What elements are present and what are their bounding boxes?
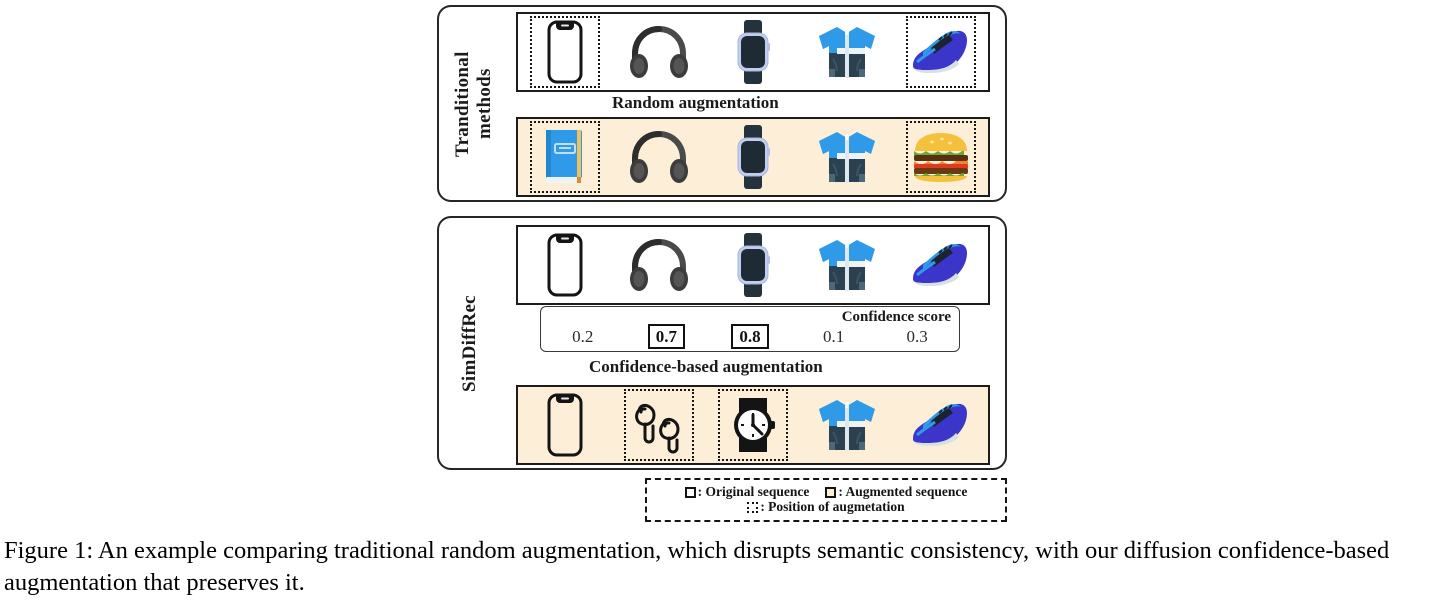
- item-cell-headphones: [612, 14, 706, 90]
- augmentation-position-swatch-icon: [747, 501, 759, 513]
- headphones-icon: [627, 123, 691, 191]
- legend-box: : Original sequence : Augmented sequence…: [645, 478, 1007, 522]
- wristwatch-icon: [721, 391, 785, 459]
- figure-caption-label: Figure 1:: [4, 537, 94, 564]
- augmentation-position-marker: [530, 16, 600, 88]
- item-cell-sneaker: [894, 387, 988, 463]
- item-cell-hamburger: [894, 119, 988, 195]
- jacket-icon: [815, 18, 879, 86]
- sneaker-icon: [909, 391, 973, 459]
- item-cell-smartwatch: [706, 14, 800, 90]
- confidence-value: 0.3: [906, 326, 928, 346]
- traditional-original-sequence-row: [516, 12, 990, 92]
- confidence-score-title: Confidence score: [841, 309, 951, 325]
- item-cell-earbuds: [612, 387, 706, 463]
- traditional-augmented-sequence-row: [516, 117, 990, 197]
- figure-caption: Figure 1: An example comparing tradition…: [4, 535, 1436, 600]
- legend-label-augmented: : Augmented sequence: [838, 484, 968, 500]
- confidence-value: 0.7: [647, 323, 686, 349]
- hamburger-icon: [909, 123, 973, 191]
- random-augmentation-label: Random augmentation: [608, 93, 783, 113]
- item-cell-sneaker: [894, 14, 988, 90]
- figure-caption-text: An example comparing traditional random …: [4, 537, 1390, 597]
- augmented-sequence-swatch-icon: [825, 487, 837, 499]
- headphones-icon: [627, 18, 691, 86]
- smartwatch-icon: [721, 231, 785, 299]
- confidence-cell-1: 0.2: [541, 323, 625, 349]
- item-cell-smartwatch: [706, 119, 800, 195]
- confidence-cell-4: 0.1: [792, 323, 876, 349]
- confidence-value: 0.2: [572, 326, 594, 346]
- legend-entry-original: : Original sequence: [684, 484, 810, 500]
- confidence-cell-5: 0.3: [875, 323, 959, 349]
- item-cell-jacket: [800, 14, 894, 90]
- simdiffrec-original-sequence-row: [516, 225, 990, 305]
- smartphone-icon: [533, 18, 597, 86]
- simdiffrec-augmented-sequence-row: [516, 385, 990, 465]
- legend-line-1: : Original sequence : Augmented sequence: [684, 484, 968, 500]
- confidence-score-box: Confidence score 0.2 0.7 0.8 0.1 0.3: [540, 306, 960, 352]
- item-cell-smartphone: [518, 227, 612, 303]
- item-cell-headphones: [612, 227, 706, 303]
- item-cell-smartphone: [518, 387, 612, 463]
- jacket-icon: [815, 231, 879, 299]
- simdiffrec-label: SimDiffRec: [459, 295, 481, 393]
- augmentation-position-marker: [530, 121, 600, 193]
- jacket-icon: [815, 123, 879, 191]
- headphones-icon: [627, 231, 691, 299]
- confidence-based-augmentation-label: Confidence-based augmentation: [585, 357, 827, 377]
- item-cell-jacket: [800, 387, 894, 463]
- item-cell-book: [518, 119, 612, 195]
- figure-container: Tranditional methods: [437, 5, 1007, 522]
- jacket-icon: [815, 391, 879, 459]
- book-icon: [533, 123, 597, 191]
- legend-entry-augmented: : Augmented sequence: [825, 484, 968, 500]
- item-cell-smartwatch: [706, 227, 800, 303]
- earbuds-icon: [627, 391, 691, 459]
- sneaker-icon: [909, 231, 973, 299]
- item-cell-headphones: [612, 119, 706, 195]
- augmentation-position-marker: [718, 389, 788, 461]
- item-cell-jacket: [800, 227, 894, 303]
- confidence-score-values: 0.2 0.7 0.8 0.1 0.3: [541, 323, 959, 349]
- augmentation-position-marker: [906, 121, 976, 193]
- item-cell-wristwatch: [706, 387, 800, 463]
- item-cell-smartphone: [518, 14, 612, 90]
- smartwatch-icon: [721, 123, 785, 191]
- confidence-cell-2: 0.7: [625, 323, 709, 349]
- augmentation-position-marker: [906, 16, 976, 88]
- smartphone-outline-icon: [533, 391, 597, 459]
- traditional-methods-label: Tranditional methods: [452, 51, 495, 157]
- confidence-cell-3: 0.8: [708, 323, 792, 349]
- legend-label-position: : Position of augmetation: [760, 499, 905, 514]
- legend-label-original: : Original sequence: [697, 484, 810, 500]
- smartphone-outline-icon: [533, 231, 597, 299]
- sneaker-icon: [909, 18, 973, 86]
- confidence-value: 0.1: [822, 326, 845, 346]
- item-cell-jacket: [800, 119, 894, 195]
- confidence-value: 0.8: [731, 323, 769, 349]
- legend-entry-position: : Position of augmetation: [747, 499, 905, 515]
- smartwatch-icon: [721, 18, 785, 86]
- item-cell-sneaker: [894, 227, 988, 303]
- original-sequence-swatch-icon: [684, 487, 696, 499]
- augmentation-position-marker: [624, 389, 694, 461]
- legend-line-2: : Position of augmetation: [747, 499, 905, 515]
